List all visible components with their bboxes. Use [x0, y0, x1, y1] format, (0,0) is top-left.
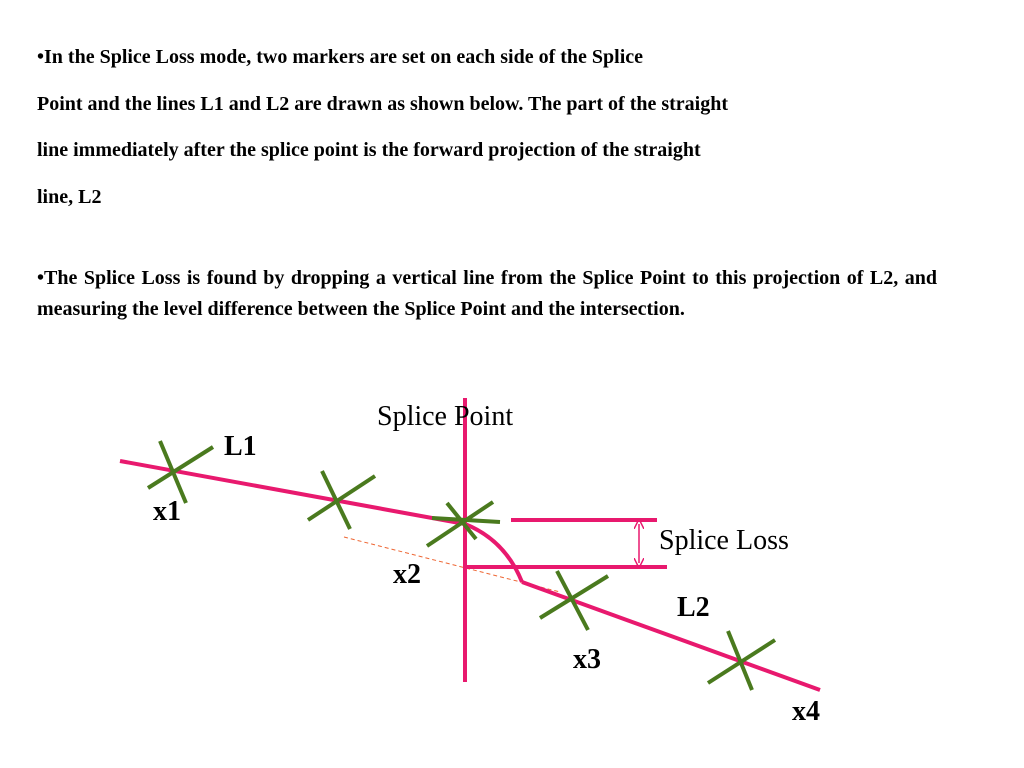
x2-label: x2 [393, 559, 421, 590]
splice-drop-curve [464, 522, 524, 583]
x1-label: x1 [153, 496, 181, 527]
l1-label: L1 [224, 431, 257, 462]
paragraph-splice-loss-mode: •In the Splice Loss mode, two markers ar… [37, 34, 997, 220]
marker-x4 [706, 630, 777, 691]
x4-label: x4 [792, 696, 820, 727]
marker-x2-splice [425, 500, 501, 548]
splice-loss-label: Splice Loss [659, 525, 789, 556]
paragraph-splice-loss-method: •The Splice Loss is found by dropping a … [37, 267, 937, 320]
paragraph-line: line, L2 [37, 185, 102, 208]
paragraph-line: Point and the lines L1 and L2 are drawn … [37, 92, 729, 115]
paragraph-line: line immediately after the splice point … [37, 139, 701, 161]
l2-trace-line [521, 580, 821, 692]
marker-x1 [146, 440, 215, 504]
paragraph-line: •In the Splice Loss mode, two markers ar… [37, 46, 644, 68]
l2-label: L2 [677, 592, 710, 623]
marker-x3 [538, 570, 610, 631]
marker-l1-second [306, 470, 377, 530]
splice-point-label: Splice Point [377, 401, 513, 432]
x3-label: x3 [573, 644, 601, 675]
